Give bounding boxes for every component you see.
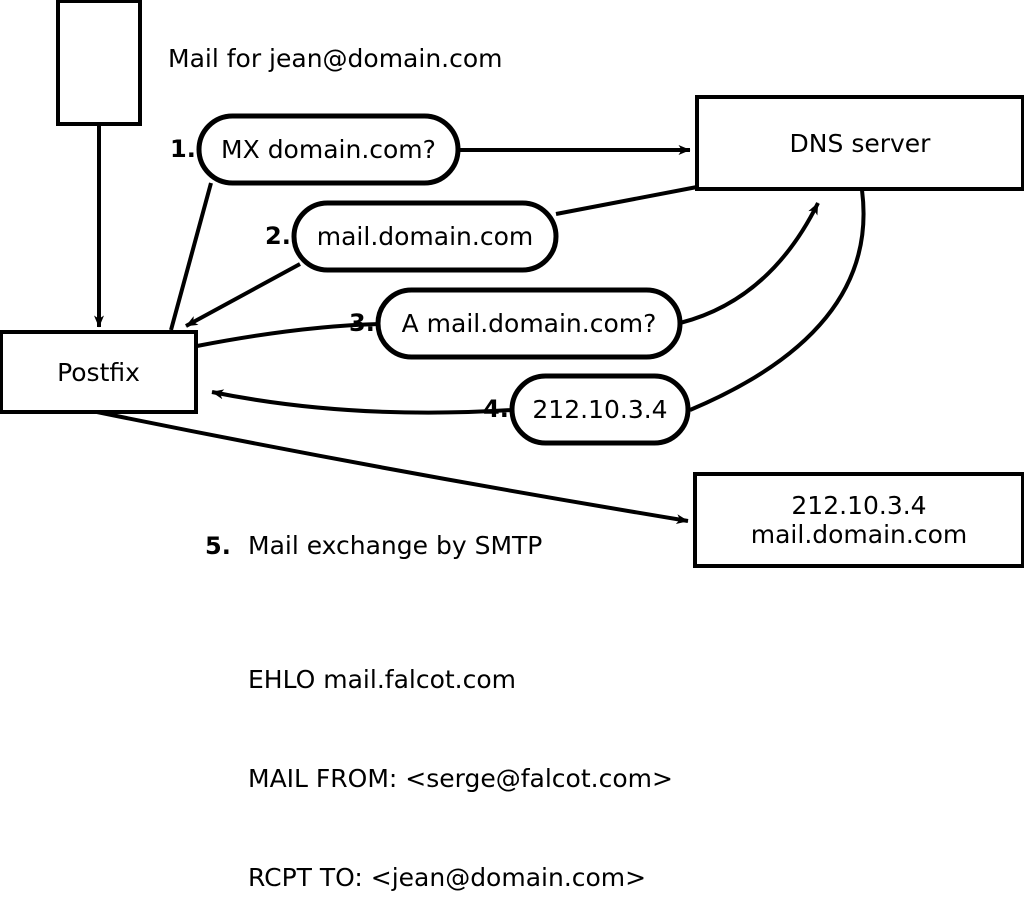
edge-postfix-to-bubble1 [169, 182, 213, 331]
bubble-2-label: mail.domain.com [316, 222, 534, 251]
bubble-3-shape [375, 287, 683, 360]
diagram-title: Mail for jean@domain.com [168, 44, 503, 73]
bubble-3-label: A mail.domain.com? [401, 309, 657, 338]
step-number-1: 1. [170, 135, 196, 163]
bubble-1-label: MX domain.com? [221, 135, 436, 164]
mailhost-hostname: mail.domain.com [750, 520, 968, 549]
bubble-4-label: 212.10.3.4 [532, 395, 668, 424]
edge-dns-to-bubble2 [555, 185, 698, 216]
node-label-dns: DNS server [789, 128, 931, 158]
smtp-line: EHLO mail.falcot.com [248, 665, 517, 694]
node-postfix-box [0, 330, 198, 414]
edge-postfix-to-bubble3 [196, 322, 381, 348]
step-number-2: 2. [265, 222, 291, 250]
edge-bubble2-to-postfix [185, 262, 301, 328]
bubble-2-shape [291, 200, 559, 273]
smtp-line: MAIL FROM: <serge@falcot.com> [248, 764, 673, 793]
step-number-5: 5. [205, 532, 231, 560]
edge-dns-to-bubble4 [689, 189, 866, 412]
node-label-mailhost: 212.10.3.4 mail.domain.com [695, 474, 1023, 566]
bubble-1-shape [196, 113, 461, 186]
smtp-line: RCPT TO: <jean@domain.com> [248, 863, 647, 892]
bubble-4-shape [509, 373, 691, 446]
node-mailhost-box [693, 472, 1024, 568]
edge-postfix-to-mailhost [96, 410, 689, 525]
step-number-4: 4. [483, 395, 509, 423]
smtp-transcript: EHLO mail.falcot.com MAIL FROM: <serge@f… [248, 597, 673, 919]
node-label-postfix: Postfix [57, 357, 140, 387]
mailhost-ip: 212.10.3.4 [791, 491, 927, 520]
step-number-3: 3. [349, 309, 375, 337]
edge-bubble3-to-dns [679, 202, 820, 325]
node-sender-box [56, 0, 142, 126]
edge-bubble4-to-postfix [211, 389, 513, 415]
step-5-label: Mail exchange by SMTP [248, 531, 543, 560]
node-dns-box [695, 95, 1024, 191]
